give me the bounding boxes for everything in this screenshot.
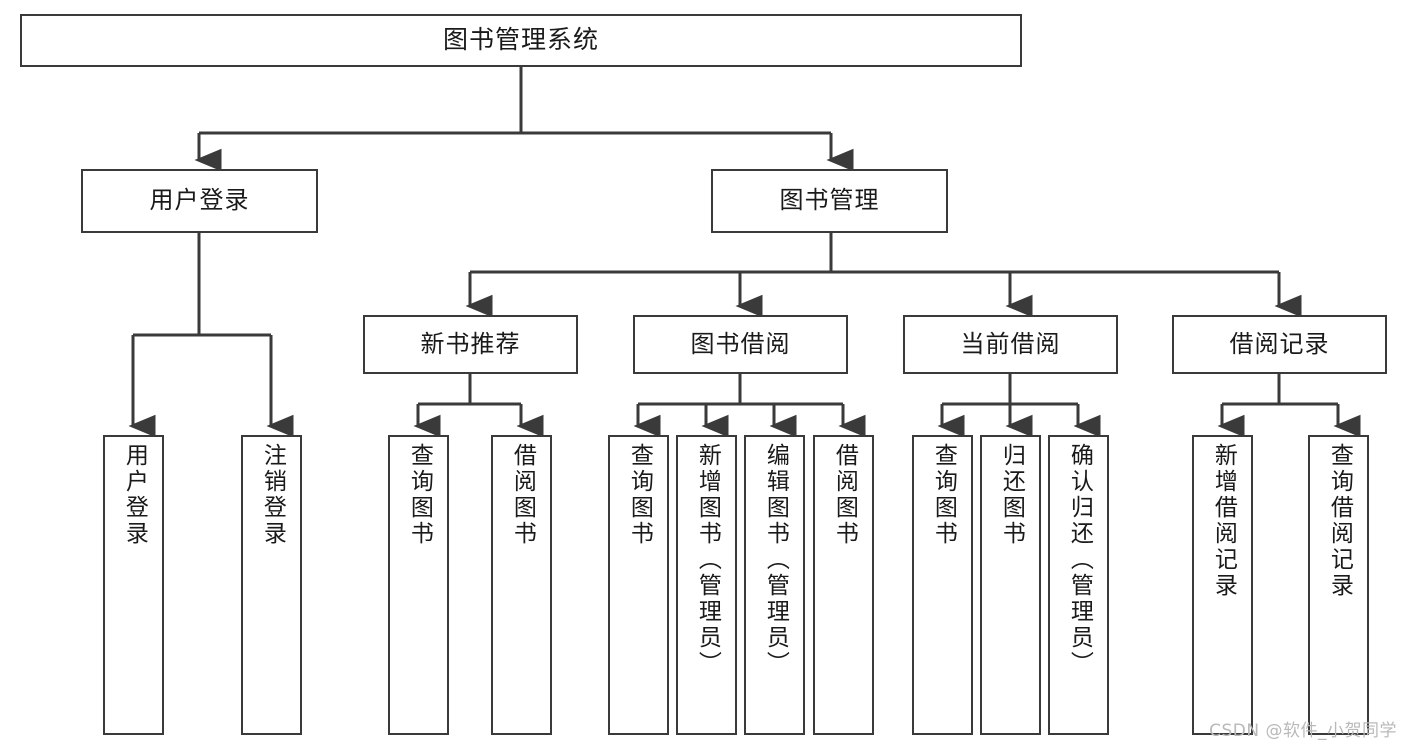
node-book-borrow[interactable]: 图书借阅: [633, 315, 848, 374]
node-leaf-user-login[interactable]: 用户登录: [103, 435, 164, 735]
node-book-management[interactable]: 图书管理: [711, 169, 948, 233]
node-label: 用户登录: [149, 186, 250, 215]
node-leaf-logout[interactable]: 注销登录: [241, 435, 302, 735]
node-leaf-query-borrow-record[interactable]: 查询借阅记录: [1308, 435, 1369, 735]
node-current-borrow[interactable]: 当前借阅: [903, 315, 1118, 374]
node-leaf-query-book-borrow[interactable]: 查询图书: [608, 435, 669, 735]
node-label: 用户登录: [121, 443, 148, 547]
node-new-book-recommend[interactable]: 新书推荐: [363, 315, 578, 374]
node-label: 确认归还（管理员）: [1066, 443, 1093, 677]
node-label: 图书借阅: [690, 329, 791, 358]
node-leaf-borrow-book[interactable]: 借阅图书: [813, 435, 874, 735]
node-user-login[interactable]: 用户登录: [81, 169, 318, 233]
node-label: 查询图书: [930, 443, 957, 547]
node-leaf-return-book[interactable]: 归还图书: [980, 435, 1041, 735]
node-leaf-add-book-admin[interactable]: 新增图书（管理员）: [676, 435, 737, 735]
node-leaf-query-book-current[interactable]: 查询图书: [912, 435, 973, 735]
node-borrow-record[interactable]: 借阅记录: [1172, 315, 1387, 374]
node-label: 编辑图书（管理员）: [762, 443, 789, 677]
node-label: 新书推荐: [420, 329, 521, 358]
node-leaf-edit-book-admin[interactable]: 编辑图书（管理员）: [744, 435, 805, 735]
node-label: 图书管理: [779, 186, 880, 215]
node-label: 查询图书: [406, 443, 433, 547]
node-label: 借阅图书: [831, 443, 858, 547]
node-label: 查询借阅记录: [1326, 443, 1353, 599]
node-leaf-query-book-recommend[interactable]: 查询图书: [388, 435, 449, 735]
node-label: 借阅图书: [509, 443, 536, 547]
node-label: 借阅记录: [1229, 329, 1330, 358]
node-label: 当前借阅: [960, 329, 1061, 358]
node-label: 注销登录: [259, 443, 286, 547]
node-leaf-confirm-return-admin[interactable]: 确认归还（管理员）: [1048, 435, 1109, 735]
node-label: 归还图书: [998, 443, 1025, 547]
node-label: 新增借阅记录: [1210, 443, 1237, 599]
csdn-watermark: CSDN @软件_小贺同学: [1209, 721, 1397, 741]
node-label: 新增图书（管理员）: [694, 443, 721, 677]
node-label: 查询图书: [626, 443, 653, 547]
node-leaf-borrow-book-recommend[interactable]: 借阅图书: [491, 435, 552, 735]
node-leaf-add-borrow-record[interactable]: 新增借阅记录: [1192, 435, 1253, 735]
node-label: 图书管理系统: [442, 25, 599, 55]
node-root-book-management-system[interactable]: 图书管理系统: [20, 14, 1022, 67]
